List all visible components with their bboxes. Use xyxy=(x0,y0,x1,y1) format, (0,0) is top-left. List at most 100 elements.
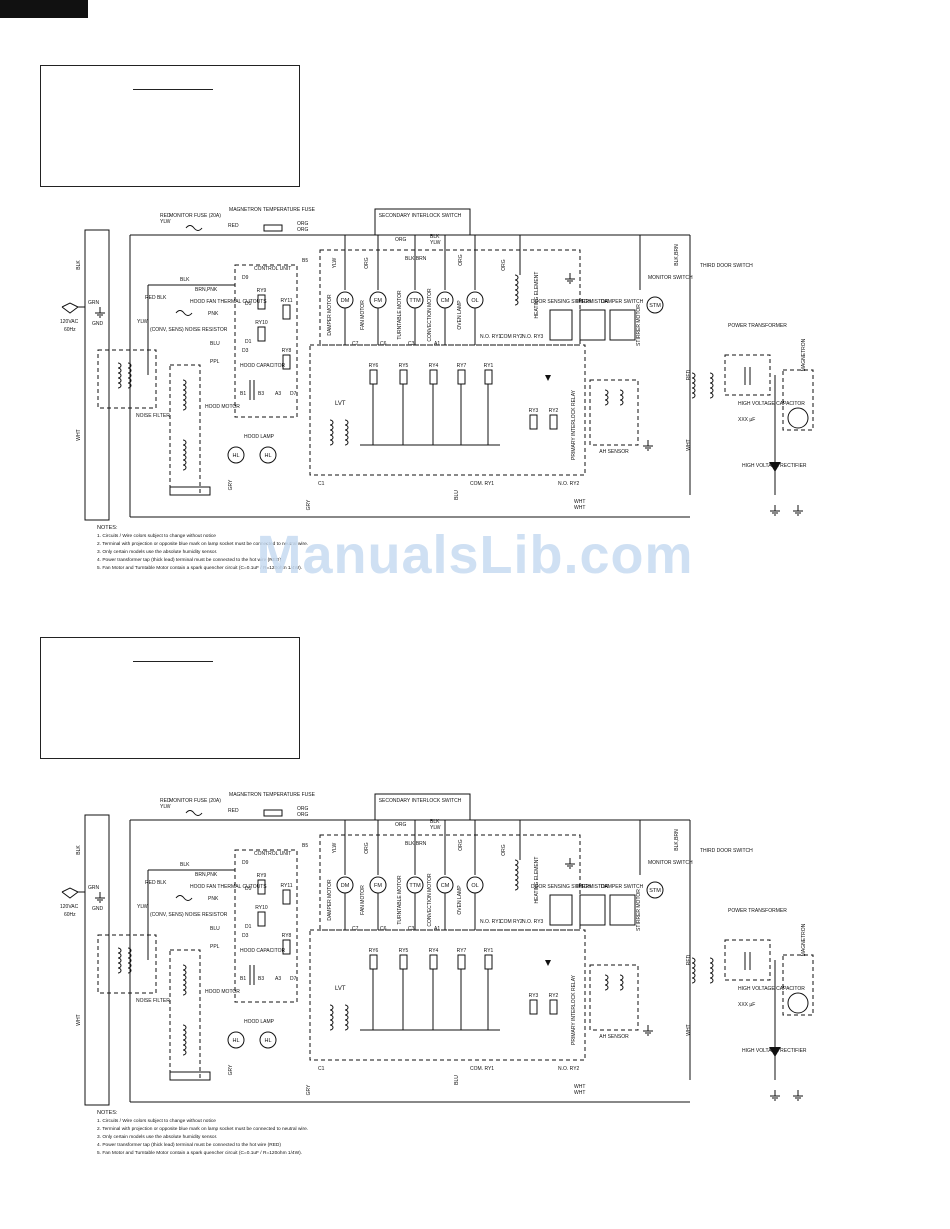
wire-label: RED xyxy=(228,223,239,229)
hood-fan-cutout-label: HOOD FAN THERMAL CUTOUTS xyxy=(190,299,267,305)
stirrer-motor-label: STIRRER MOTOR xyxy=(636,304,642,346)
no-ry3-label: N.O. RY3 xyxy=(522,334,544,340)
hood-fan-cutout-icon xyxy=(175,895,193,901)
relay-ry4 xyxy=(429,954,438,970)
wire-label: ORG xyxy=(501,844,507,856)
noise-filter-coil xyxy=(127,362,132,389)
terminal-label: D3 xyxy=(242,348,249,354)
wire-label: YLW xyxy=(160,219,171,225)
wire-label: YLW xyxy=(137,319,148,325)
ttm-motor-label: TTM xyxy=(409,883,421,889)
ah-sensor-frame xyxy=(589,964,639,1031)
lvt-coil xyxy=(344,419,349,446)
terminal-label: C3 xyxy=(408,926,415,932)
terminal-label: B5 xyxy=(302,258,308,264)
wire-label: ORG xyxy=(297,227,309,233)
wire-label: WHT xyxy=(686,1024,692,1035)
lvt-coil xyxy=(344,1004,349,1031)
wire-label: BLK xyxy=(430,234,440,240)
plug-icon xyxy=(61,887,79,899)
wire-label: ORG xyxy=(297,806,309,812)
wire-label: GRY xyxy=(228,479,234,490)
relay-board-frame xyxy=(309,344,586,476)
magnetron-label: MAGNETRON xyxy=(801,923,807,956)
wire-label: PPL xyxy=(210,944,220,950)
fm-motor-label: FM xyxy=(374,298,382,304)
damper-switch xyxy=(609,894,636,926)
terminal-label: C6 xyxy=(380,341,387,347)
stirrer-motor-label: STIRRER MOTOR xyxy=(636,889,642,931)
no-ry2-label: N.O. RY2 xyxy=(558,1066,580,1072)
terminal-label: D7 xyxy=(290,391,297,397)
relay-ry3-label: RY3 xyxy=(529,408,539,414)
lvt-coil xyxy=(329,1004,334,1031)
relay-ry1 xyxy=(484,954,493,970)
noise-filter-frame xyxy=(97,349,157,409)
control-unit-label: CONTROL UNIT xyxy=(254,851,291,857)
wire-label: PPL xyxy=(210,359,220,365)
wire-label: WHT xyxy=(574,505,585,511)
secondary-switch-label: SECONDARY INTERLOCK SWITCH xyxy=(379,213,462,219)
note-item: 2. Terminal with projection or opposite … xyxy=(97,1126,308,1132)
notes-block: NOTES:1. Circuits / Wire colors subject … xyxy=(97,525,308,571)
terminal-label: C7 xyxy=(352,926,359,932)
dm-motor-label: DM xyxy=(341,298,350,304)
relay-ry10-label: RY10 xyxy=(255,320,268,326)
relay-ry9-label: RY9 xyxy=(257,873,267,879)
stirrer-motor-label: STM xyxy=(649,303,661,309)
heating-element-label: HEATING ELEMENT xyxy=(534,272,540,319)
wire-label: YLW xyxy=(137,904,148,910)
wire-label: BLK xyxy=(180,277,190,283)
terminal-label: D1 xyxy=(245,924,252,930)
relay-ry4 xyxy=(429,369,438,385)
wire-label: ORG xyxy=(364,842,370,854)
lvt-label: LVT xyxy=(335,986,346,992)
wire-label: BLK,BRN xyxy=(405,256,427,262)
monitor-switch-label: MONITOR SWITCH xyxy=(648,860,693,866)
damper-switch-label: DAMPER SWITCH xyxy=(601,299,644,305)
turntable_motor-label: TURNTABLE MOTOR xyxy=(397,875,403,925)
damper-switch xyxy=(609,309,636,341)
relay-ry10-label: RY10 xyxy=(255,905,268,911)
wire-label: BLK,BRN xyxy=(405,841,427,847)
wire-label: NOISE RESISTOR xyxy=(185,912,228,918)
wire-label: GND xyxy=(92,321,104,327)
noise-filter-label: NOISE FILTER xyxy=(136,413,170,419)
hood-motor-terminal-block xyxy=(169,486,211,496)
note-item: 1. Circuits / Wire colors subject to cha… xyxy=(97,1118,216,1124)
wire-label: RED xyxy=(160,213,171,219)
ah-sensor-coil xyxy=(604,389,609,406)
terminal-label: D9 xyxy=(242,860,249,866)
relay-ry2 xyxy=(549,999,558,1015)
wire-label: (CONV, SENS) xyxy=(150,912,184,918)
neutral-bar xyxy=(84,229,110,521)
relay-ry4-label: RY4 xyxy=(429,948,439,954)
neutral-bar xyxy=(84,814,110,1106)
third-door-switch-label: THIRD DOOR SWITCH xyxy=(700,263,753,269)
diode-icon xyxy=(545,960,551,966)
damper-switch-label: DAMPER SWITCH xyxy=(601,884,644,890)
hv-capacitor-label: HIGH VOLTAGE CAPACITOR xyxy=(738,986,805,992)
hood-lamp-2 xyxy=(259,446,277,464)
note-item: 4. Power transformer tap (thick lead) te… xyxy=(97,557,281,563)
magnetron-fuse-label: MAGNETRON TEMPERATURE FUSE xyxy=(229,792,316,798)
ttm-motor-label: TTM xyxy=(409,298,421,304)
wire-label: RED xyxy=(228,808,239,814)
relay-ry3-label: RY3 xyxy=(529,993,539,999)
terminal-label: B1 xyxy=(240,391,246,397)
fm-motor-label: FM xyxy=(374,883,382,889)
hood-lamp-1-label: HL xyxy=(232,1038,239,1044)
terminal-label: D5 xyxy=(245,886,252,892)
magnetron-fuse-label: MAGNETRON TEMPERATURE FUSE xyxy=(229,207,316,213)
capacitance-label: XXX µF xyxy=(738,417,755,423)
ah-sensor-label: AH SENSOR xyxy=(599,449,629,455)
wire-label: YLW xyxy=(430,825,441,831)
noise-filter-frame xyxy=(97,934,157,994)
plug-voltage: 120VAC xyxy=(60,904,79,910)
wire-label: ORG xyxy=(395,822,407,828)
wire-label: BLU xyxy=(454,490,460,500)
terminal-label: A1 xyxy=(434,926,440,932)
monitor-fuse xyxy=(185,810,203,816)
